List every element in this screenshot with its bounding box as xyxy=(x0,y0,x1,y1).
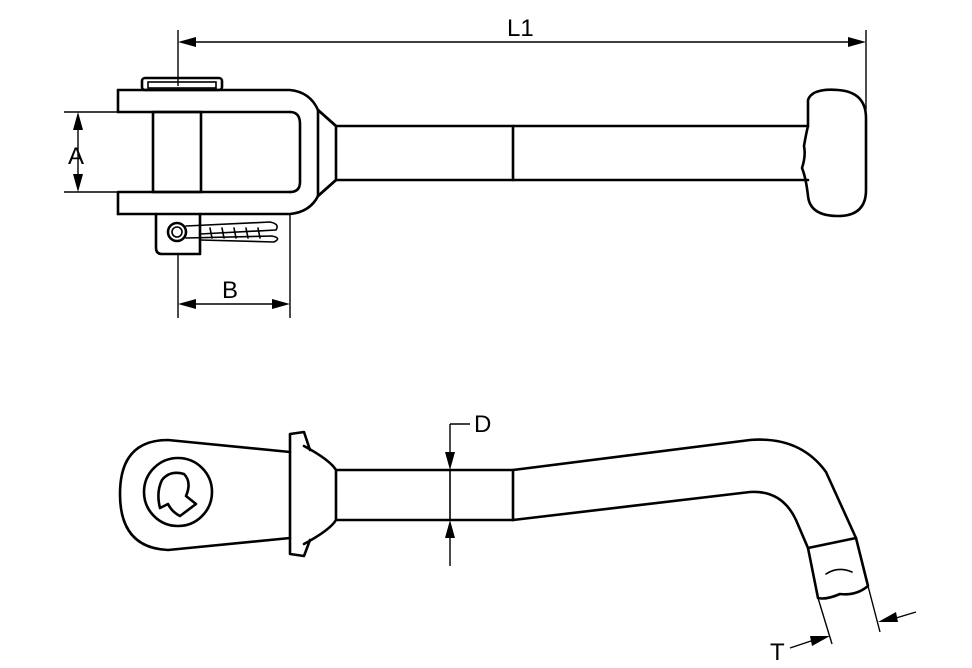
top-view xyxy=(116,76,868,256)
handle-end xyxy=(800,88,868,218)
pin-body xyxy=(151,110,203,194)
lower-jaw-inner xyxy=(116,190,292,216)
eye-logo-icon xyxy=(157,471,198,518)
label-b: B xyxy=(222,277,238,304)
dimension-t: T xyxy=(770,585,917,666)
clip-ring xyxy=(166,221,188,243)
upper-jaw xyxy=(116,88,338,128)
neck-taper xyxy=(316,108,338,198)
label-a: A xyxy=(68,143,84,170)
eye-boss xyxy=(142,456,214,528)
clip-body xyxy=(154,212,202,256)
label-t: T xyxy=(770,639,785,666)
bent-rod-top xyxy=(511,438,858,540)
lower-jaw xyxy=(116,178,338,216)
side-view xyxy=(118,430,870,600)
bent-rod-bottom xyxy=(511,490,810,550)
upper-lug xyxy=(288,430,312,454)
jaw-back xyxy=(288,110,302,194)
eye-head xyxy=(118,438,292,552)
tip xyxy=(806,536,870,600)
dimension-b: B xyxy=(177,214,291,318)
upper-jaw-inner xyxy=(116,88,292,114)
side-neck xyxy=(302,444,338,546)
pin-head-inner xyxy=(147,81,217,89)
label-d: D xyxy=(474,411,491,438)
dimension-d: D xyxy=(445,411,491,566)
dimension-l1: L1 xyxy=(177,15,867,110)
lower-lug xyxy=(288,536,312,558)
dimension-a: A xyxy=(64,111,118,193)
label-l1: L1 xyxy=(507,15,534,42)
